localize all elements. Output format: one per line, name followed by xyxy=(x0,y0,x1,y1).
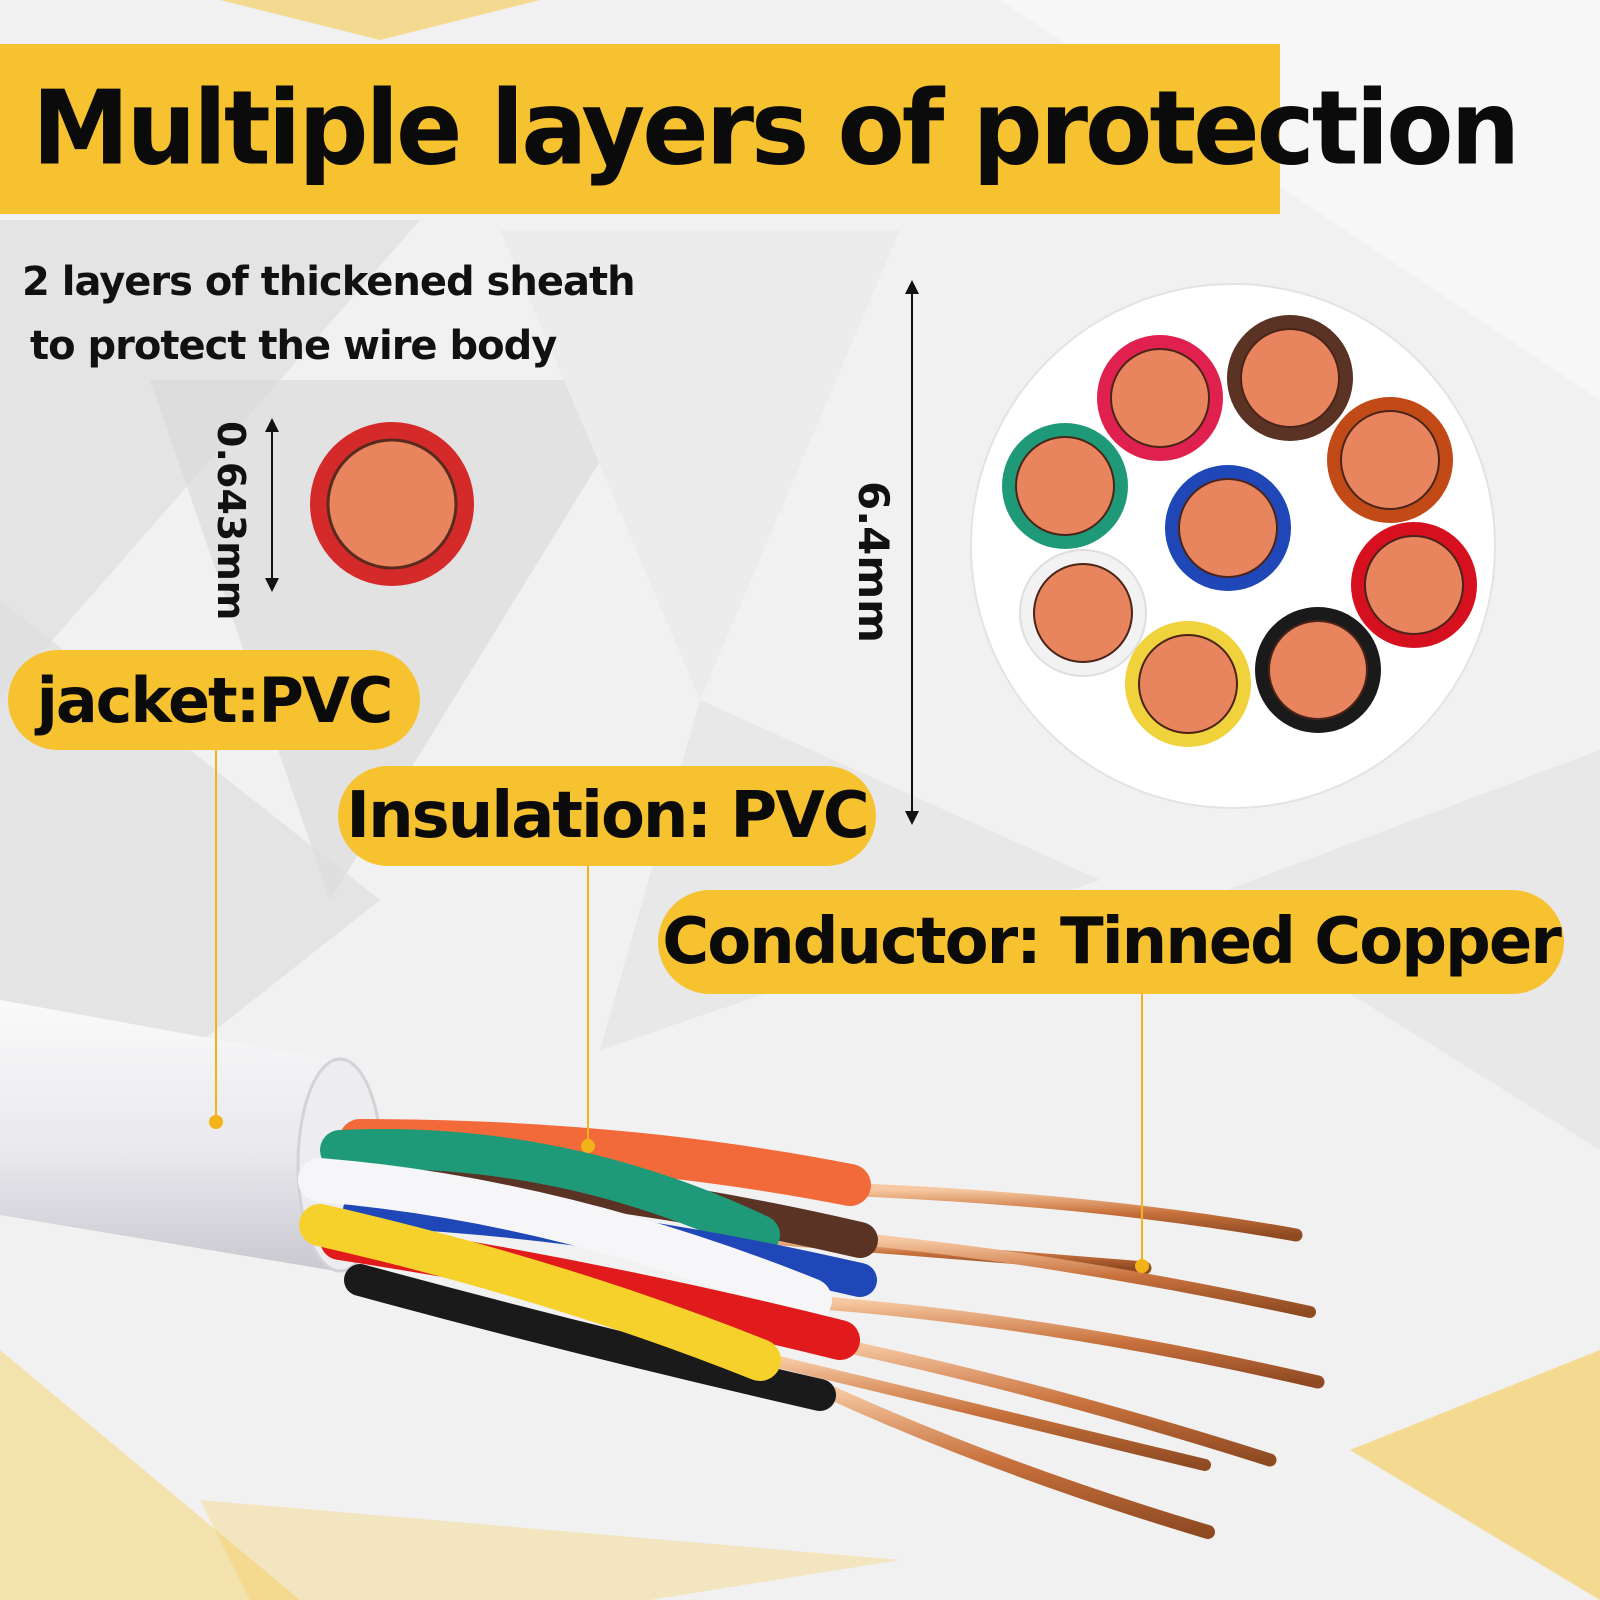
conductor-leader-dot xyxy=(1135,1259,1149,1273)
cable-illustration xyxy=(0,1000,1325,1539)
insulation-leader-line xyxy=(587,866,589,1144)
subtitle-block: 2 layers of thickened sheath to protect … xyxy=(22,250,636,378)
wire-yellow xyxy=(299,1204,781,1381)
wire-green xyxy=(320,1129,780,1255)
jacket-leader-dot xyxy=(209,1115,223,1129)
insulation-callout: Insulation: PVC xyxy=(338,766,876,866)
conductor-leader-line xyxy=(1141,994,1143,1264)
conductor-callout-text: Conductor: Tinned Copper xyxy=(662,905,1562,979)
cable-cross-section xyxy=(905,280,1496,825)
single-wire-diagram xyxy=(265,418,474,592)
insulation-callout-text: Insulation: PVC xyxy=(346,779,869,853)
insulation-leader-dot xyxy=(581,1139,595,1153)
jacket-callout-text: jacket:PVC xyxy=(36,663,394,737)
page-title: Multiple layers of protection xyxy=(32,69,1520,189)
insulated-wires xyxy=(298,1119,878,1411)
core-conductor xyxy=(1138,634,1238,734)
core-conductor xyxy=(1110,348,1210,448)
jacket-leader-line xyxy=(215,750,217,1120)
cable-jacket xyxy=(0,1000,355,1270)
core-conductor xyxy=(1240,328,1340,428)
single-wire-diameter-label: 0.643mm xyxy=(209,421,253,621)
jacket-callout: jacket:PVC xyxy=(8,650,420,750)
core-conductor xyxy=(1033,563,1133,663)
conductor-callout: Conductor: Tinned Copper xyxy=(658,890,1564,994)
subtitle-line-2: to protect the wire body xyxy=(30,323,557,369)
core-conductor xyxy=(1268,620,1368,720)
core-conductor xyxy=(1178,478,1278,578)
copper-conductors xyxy=(763,1183,1325,1539)
core-conductor xyxy=(1340,410,1440,510)
title-banner: Multiple layers of protection xyxy=(0,44,1520,214)
wire-white xyxy=(298,1158,832,1322)
core-conductor xyxy=(1015,436,1115,536)
subtitle-line-1: 2 layers of thickened sheath xyxy=(22,259,636,305)
core-conductor xyxy=(1364,535,1464,635)
single-wire-conductor xyxy=(326,438,458,570)
cable-diameter-label: 6.4mm xyxy=(849,481,898,643)
